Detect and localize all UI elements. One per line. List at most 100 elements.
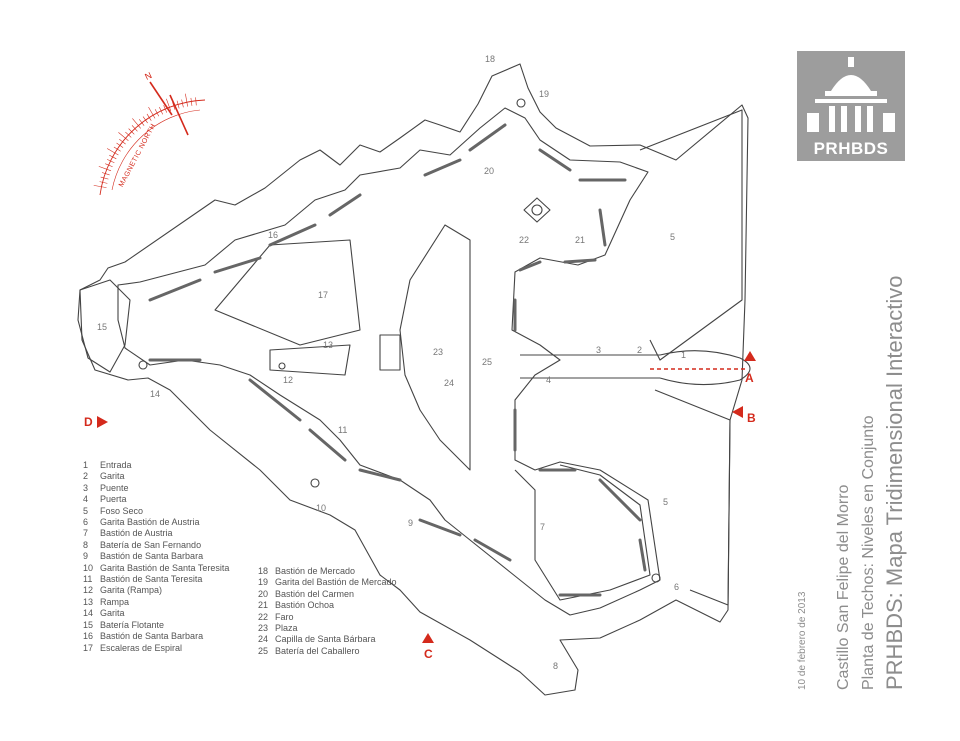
section-marker-c: C [424, 647, 433, 661]
compass-tick [132, 118, 141, 129]
legend-label: Garita del Bastión de Mercado [275, 577, 397, 588]
legend-number: 4 [83, 494, 89, 505]
compass-tick [154, 109, 160, 117]
map-label-10: 10 [316, 503, 326, 513]
garita-10 [310, 478, 320, 488]
legend-label: Batería Flotante [100, 619, 165, 630]
date-label: 10 de febrero de 2013 [797, 591, 808, 690]
legend-label: Garita [100, 608, 125, 619]
gun-embrasures [148, 123, 647, 597]
legend-label: Escaleras de Espiral [100, 642, 183, 653]
compass-tick [105, 163, 113, 168]
section-marker-a: A [745, 371, 754, 385]
floating-battery [77, 279, 131, 373]
legend-label: Garita Bastión de Austria [100, 517, 200, 528]
map-label-21: 21 [575, 235, 585, 245]
legend-item: 16 Bastión de Santa Barbara [83, 631, 229, 642]
map-number-labels: 1234556789101112131415161718192021222324… [97, 54, 686, 671]
map-label-13: 13 [323, 340, 333, 350]
garita-19 [516, 98, 526, 108]
compass-tick [93, 185, 107, 188]
legend-number: 3 [83, 482, 89, 493]
map-label-6: 6 [674, 582, 679, 592]
map-label-25: 25 [482, 357, 492, 367]
dry-moat-lower [654, 389, 731, 606]
true-north-needle [149, 81, 173, 116]
legend-label: Garita [100, 471, 125, 482]
el-morro-dome-icon [807, 57, 895, 132]
legend-label: Bastión Ochoa [275, 600, 335, 611]
legend-number: 23 [258, 623, 269, 634]
legend-number: 13 [83, 596, 94, 607]
lighthouse [523, 197, 551, 223]
section-a-arrow [744, 351, 756, 361]
legend-number: 19 [258, 577, 269, 588]
section-c-arrow [422, 633, 434, 643]
chapel [379, 334, 401, 371]
section-b-arrow [732, 406, 743, 418]
legend-label: Faro [275, 611, 294, 622]
compass-tick [139, 119, 145, 126]
legend-number: 11 [83, 574, 93, 585]
prhbds-logo: PRHBDS [797, 51, 905, 161]
map-label-3: 3 [596, 345, 601, 355]
logo-text: PRHBDS [813, 139, 889, 158]
legend-label: Capilla de Santa Bárbara [275, 634, 376, 645]
compass-tick [176, 100, 180, 109]
legend-label: Bastión de Santa Barbara [100, 631, 204, 642]
compass-tick [185, 93, 188, 107]
legend-label: Rampa [100, 596, 130, 607]
compass-tick [195, 97, 197, 106]
entrance-bridge [520, 354, 660, 379]
legend-item: 7 Bastión de Austria [83, 528, 229, 539]
legend-label: Bastión de Santa Barbara [100, 551, 204, 562]
legend-number: 7 [83, 528, 89, 539]
compass-tick [142, 116, 148, 124]
map-label-17: 17 [318, 290, 328, 300]
compass-tick [125, 131, 132, 138]
legend-number: 17 [83, 642, 94, 653]
magnetic-north-needle [169, 94, 189, 136]
map-label-12: 12 [283, 375, 293, 385]
legend-number: 5 [83, 505, 89, 516]
legend-label: Bastión de Austria [100, 528, 173, 539]
map-label-4: 4 [546, 375, 551, 385]
section-d-arrow [97, 416, 108, 428]
map-label-16: 16 [268, 230, 278, 240]
plaza [399, 224, 471, 471]
inner-rampart [117, 107, 661, 616]
compass-tick [106, 148, 119, 156]
spiral-stairs-zone [214, 239, 361, 346]
map-label-22: 22 [519, 235, 529, 245]
legend-number: 10 [83, 562, 94, 573]
entrance-path [659, 350, 751, 386]
legend-number: 25 [258, 645, 269, 656]
legend-number: 1 [83, 460, 89, 470]
map-label-18: 18 [485, 54, 495, 64]
map-label-24: 24 [444, 378, 454, 388]
compass-tick [106, 159, 115, 164]
compass-tick [146, 113, 152, 121]
section-marker-d: D [84, 415, 93, 429]
legend-number: 16 [83, 631, 94, 642]
section-marker-b: B [747, 411, 756, 425]
compass-tick [100, 176, 109, 180]
garita-6 [651, 573, 661, 583]
legend-label: Bastión del Carmen [275, 588, 355, 599]
legend-number: 15 [83, 619, 94, 630]
